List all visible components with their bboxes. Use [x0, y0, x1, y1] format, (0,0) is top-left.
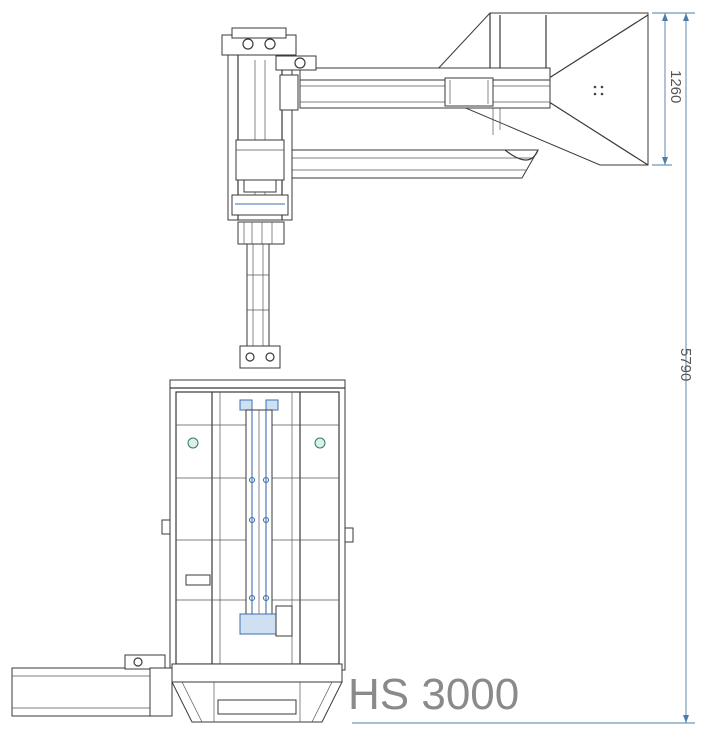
base-discharge-hopper	[171, 663, 343, 723]
total-height-value: 5790	[677, 348, 694, 381]
head-assembly	[221, 27, 317, 245]
inner-vertical-conveyor	[239, 399, 293, 637]
upper-conveyor-arm	[299, 67, 551, 109]
total-height-dimension	[352, 12, 695, 724]
vertical-column	[239, 243, 281, 369]
model-label: HS 3000	[348, 670, 520, 719]
lower-conveyor-arm	[289, 149, 539, 179]
hopper-height-value: 1260	[667, 70, 684, 103]
discharge-conveyor	[11, 654, 173, 717]
